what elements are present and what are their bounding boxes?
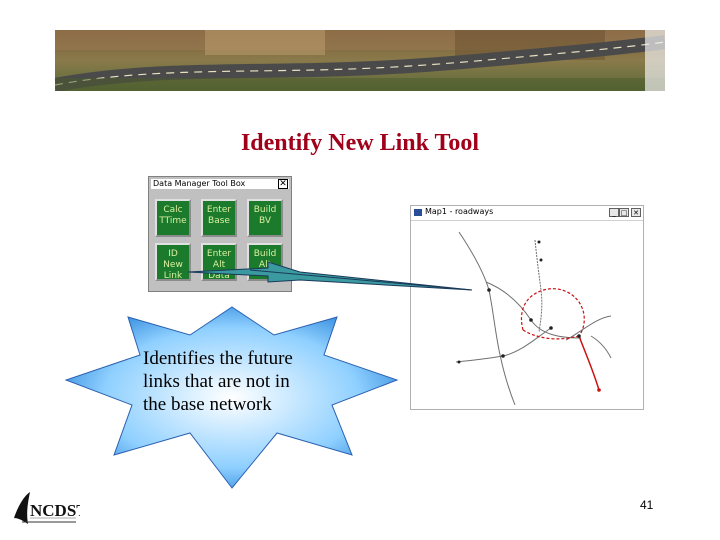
ncdst-logo: NCDST [10, 488, 88, 528]
map-icon [414, 209, 422, 216]
toolbox-title: Data Manager Tool Box [151, 179, 289, 189]
page-number: 41 [640, 498, 654, 512]
close-icon[interactable]: ✕ [631, 208, 641, 217]
toolbox-window: Data Manager Tool Box ✕ Calc TTime Enter… [148, 176, 292, 292]
calc-ttime-button[interactable]: Calc TTime [155, 199, 191, 237]
enter-base-button[interactable]: Enter Base [201, 199, 237, 237]
banner-road-image [55, 30, 665, 91]
road-network-map[interactable] [411, 220, 643, 409]
build-bv-button[interactable]: Build BV [247, 199, 283, 237]
maximize-icon[interactable]: □ [619, 208, 629, 217]
build-alt-button[interactable]: Build Alt [247, 243, 283, 281]
enter-alt-data-button[interactable]: Enter Alt Data [201, 243, 237, 281]
map-window: Map1 - roadways _ □ ✕ [410, 205, 644, 410]
id-new-link-button[interactable]: ID New Link [155, 243, 191, 281]
map-title: Map1 - roadways [425, 207, 494, 216]
callout-text: Identifies the future links that are not… [143, 348, 293, 415]
close-icon[interactable]: ✕ [278, 179, 288, 189]
map-titlebar: Map1 - roadways _ □ ✕ [411, 206, 643, 221]
minimize-icon[interactable]: _ [609, 208, 619, 217]
star-callout [62, 305, 402, 490]
slide-title: Identify New Link Tool [240, 130, 480, 156]
svg-text:NCDST: NCDST [30, 501, 80, 520]
